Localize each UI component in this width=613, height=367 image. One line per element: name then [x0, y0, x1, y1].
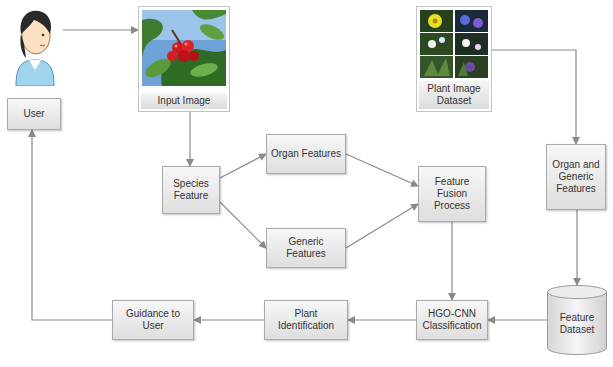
node-label: Generic Features: [270, 236, 342, 260]
flow-arrow: [451, 222, 452, 300]
process-box: Organ and Generic Features: [546, 144, 606, 210]
node-label: Feature Fusion Process: [422, 176, 482, 212]
node-label: Feature Dataset: [550, 312, 604, 336]
node-label: Guidance to User: [116, 308, 190, 332]
flow-arrow: [63, 29, 138, 30]
process-box: Plant Identification: [264, 300, 348, 340]
flow-arrow: [492, 50, 576, 144]
process-box: Guidance to User: [112, 300, 194, 340]
node-label: Input Image: [141, 93, 227, 109]
dataset-mosaic: [420, 10, 488, 78]
process-box: Generic Features: [266, 228, 346, 268]
database-cylinder: Feature Dataset: [547, 285, 607, 355]
node-label: User: [7, 98, 61, 130]
node-label: HGO-CNN Classification: [420, 308, 484, 332]
user-icon: [10, 4, 60, 86]
flow-arrow: [346, 204, 418, 248]
plant-photo: [142, 10, 226, 86]
input-image-node: Input Image: [138, 6, 230, 112]
flow-arrow: [488, 319, 547, 320]
node-label: Plant Image Dataset: [419, 81, 489, 109]
flow-arrow: [194, 319, 264, 320]
flow-arrow: [32, 130, 112, 320]
node-label: Organ and Generic Features: [550, 159, 602, 195]
node-label: Organ Features: [271, 148, 341, 160]
flow-arrow: [346, 154, 418, 186]
dataset-node: Plant Image Dataset: [416, 6, 492, 112]
flow-arrow: [189, 112, 190, 166]
flow-arrow: [348, 319, 416, 320]
process-box: Feature Fusion Process: [418, 166, 486, 222]
user-node: User: [5, 4, 63, 130]
process-box: Organ Features: [266, 134, 346, 174]
node-label: Plant Identification: [268, 308, 344, 332]
node-label: Species Feature: [166, 178, 216, 202]
process-box: HGO-CNN Classification: [416, 300, 488, 340]
process-box: Species Feature: [162, 166, 220, 214]
flow-arrow: [220, 154, 266, 178]
flow-arrow: [576, 210, 577, 285]
flow-arrow: [220, 202, 266, 248]
